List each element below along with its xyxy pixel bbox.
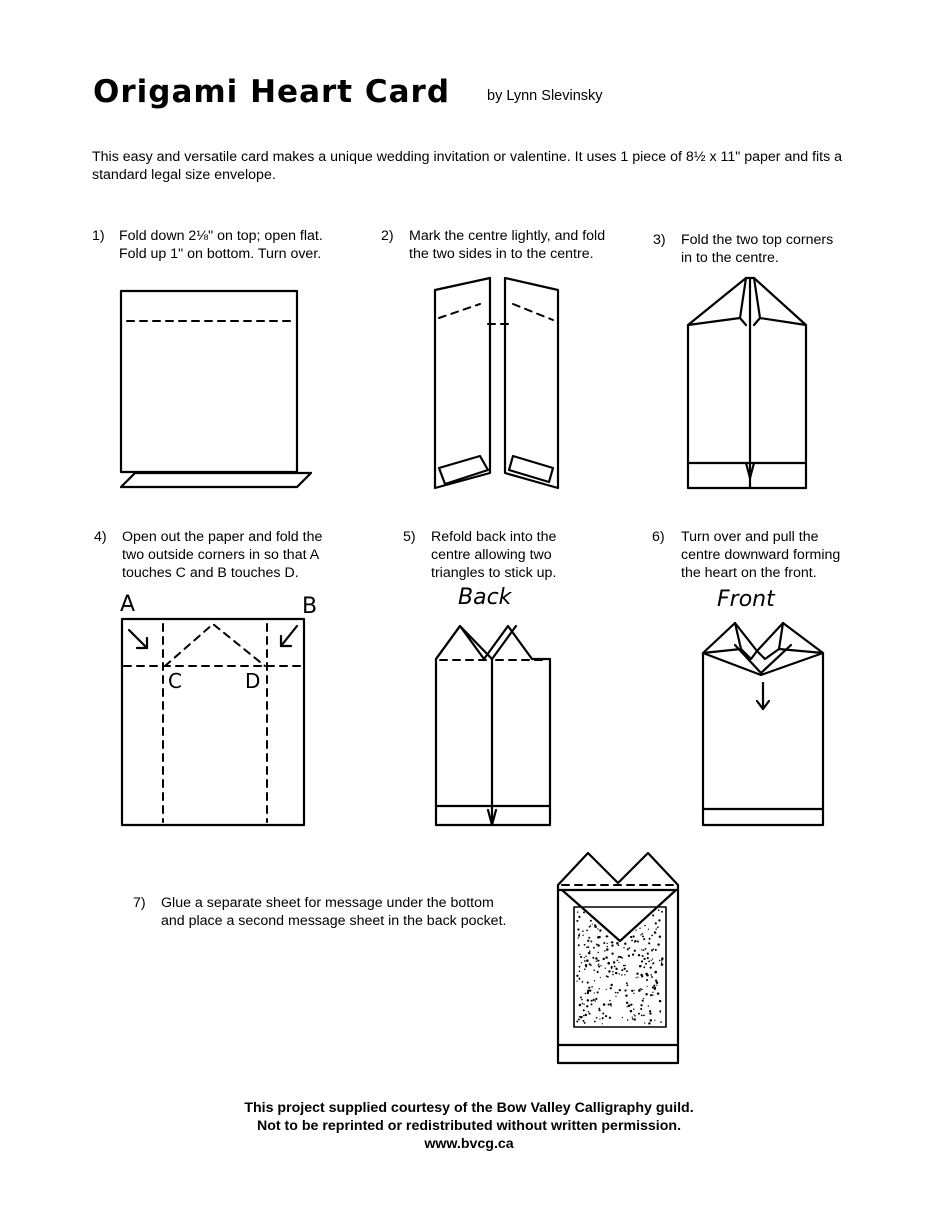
step-text-line: Fold down 2⅛" on top; open flat.	[119, 228, 323, 244]
step-number: 3)	[653, 232, 666, 248]
step-text-line: and place a second message sheet in the …	[161, 913, 507, 929]
step-text-line: Mark the centre lightly, and fold	[409, 228, 606, 244]
step-text-line: Glue a separate sheet for message under …	[161, 895, 494, 911]
step-text-line: the heart on the front.	[681, 565, 817, 581]
label-b: B	[302, 594, 318, 619]
label-d: D	[245, 669, 261, 693]
message-sheet-texture	[576, 909, 664, 1025]
step-1-diagram	[119, 289, 313, 489]
author-byline: by Lynn Slevinsky	[487, 88, 603, 104]
step-text-line: centre allowing two	[431, 547, 552, 563]
step-6-diagram	[701, 621, 825, 827]
step-text-line: Fold the two top corners	[681, 232, 834, 248]
step-text-line: two outside corners in so that A	[122, 547, 320, 563]
step-text-line: Refold back into the	[431, 529, 557, 545]
step-text-line: touches C and B touches D.	[122, 565, 299, 581]
step-5-diagram	[434, 624, 552, 827]
step-number: 5)	[403, 529, 416, 545]
intro-paragraph: This easy and versatile card makes a uni…	[92, 149, 843, 183]
label-c: C	[168, 669, 182, 693]
label-back: Back	[458, 585, 512, 610]
step-number: 4)	[94, 529, 107, 545]
step-7-diagram	[556, 851, 680, 1065]
step-text-line: triangles to stick up.	[431, 565, 557, 581]
footer: This project supplied courtesy of the Bo…	[0, 1099, 938, 1153]
step-number: 1)	[92, 228, 105, 244]
step-4-diagram	[120, 617, 306, 827]
step-3-diagram	[686, 276, 808, 490]
step-2-diagram	[433, 276, 560, 490]
step-text-line: Turn over and pull the	[681, 529, 819, 545]
step-number: 2)	[381, 228, 394, 244]
footer-copyright: Not to be reprinted or redistributed wit…	[256, 1118, 682, 1134]
step-text-line: Fold up 1" on bottom. Turn over.	[119, 246, 322, 262]
step-text-line: in to the centre.	[681, 250, 779, 266]
footer-credit: This project supplied courtesy of the Bo…	[244, 1100, 694, 1116]
step-number: 6)	[652, 529, 665, 545]
step-text-line: Open out the paper and fold the	[122, 529, 323, 545]
page-title: Origami Heart Card	[93, 74, 451, 110]
label-a: A	[120, 592, 136, 617]
step-text-line: centre downward forming	[681, 547, 841, 563]
step-number: 7)	[133, 895, 146, 911]
footer-website[interactable]: www.bvcg.ca	[424, 1136, 514, 1152]
step-text-line: the two sides in to the centre.	[409, 246, 594, 262]
label-front: Front	[717, 587, 775, 612]
